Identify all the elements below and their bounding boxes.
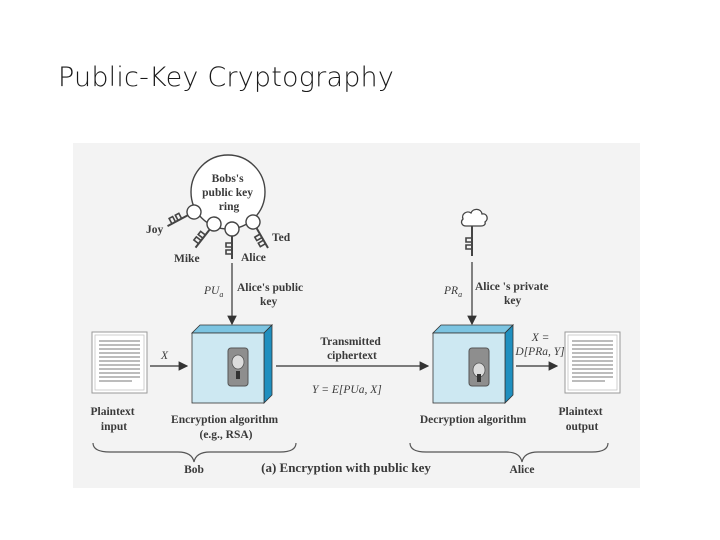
encryption-label: Encryption algorithm (e.g., RSA) [171, 414, 281, 441]
figure-caption: (a) Encryption with public key [261, 460, 431, 475]
encryption-formula: Y = E[PUa, X] [312, 384, 382, 396]
public-key-symbol: PUa [203, 285, 223, 299]
ted-key-icon [242, 211, 276, 253]
decryption-label: Decryption algorithm [420, 414, 527, 426]
joy-key-icon [163, 201, 205, 234]
key-ring-label: Bobs's public key ring [202, 173, 256, 213]
alice-key-label: Alice [241, 252, 266, 264]
input-x-label: X [160, 350, 169, 362]
plaintext-output-document-icon [564, 331, 621, 394]
transmitted-ciphertext-label: Transmitted ciphertext [320, 336, 383, 362]
public-key-label: Alice's public key [237, 282, 306, 308]
alice-label: Alice [510, 464, 535, 476]
slide-title: Public-Key Cryptography [58, 62, 395, 93]
alice-brace [409, 442, 609, 463]
private-key-label: Alice 's private key [475, 281, 551, 307]
joy-label: Joy [146, 224, 164, 236]
ted-label: Ted [272, 232, 291, 244]
plaintext-input-label: Plaintext input [91, 406, 138, 433]
alice-key-icon [224, 221, 240, 260]
plaintext-input-document-icon [91, 331, 148, 394]
private-key-icon [460, 208, 488, 256]
plaintext-output-label: Plaintext output [559, 406, 606, 433]
bob-label: Bob [184, 464, 204, 476]
mike-label: Mike [174, 253, 200, 265]
decryption-formula: X = D[PRa, Y] [514, 332, 564, 358]
encryption-lock-icon [227, 347, 249, 387]
private-key-symbol: PRa [443, 285, 462, 299]
figure-panel [73, 143, 640, 488]
bob-brace [92, 442, 297, 463]
decryption-lock-icon [468, 347, 490, 387]
